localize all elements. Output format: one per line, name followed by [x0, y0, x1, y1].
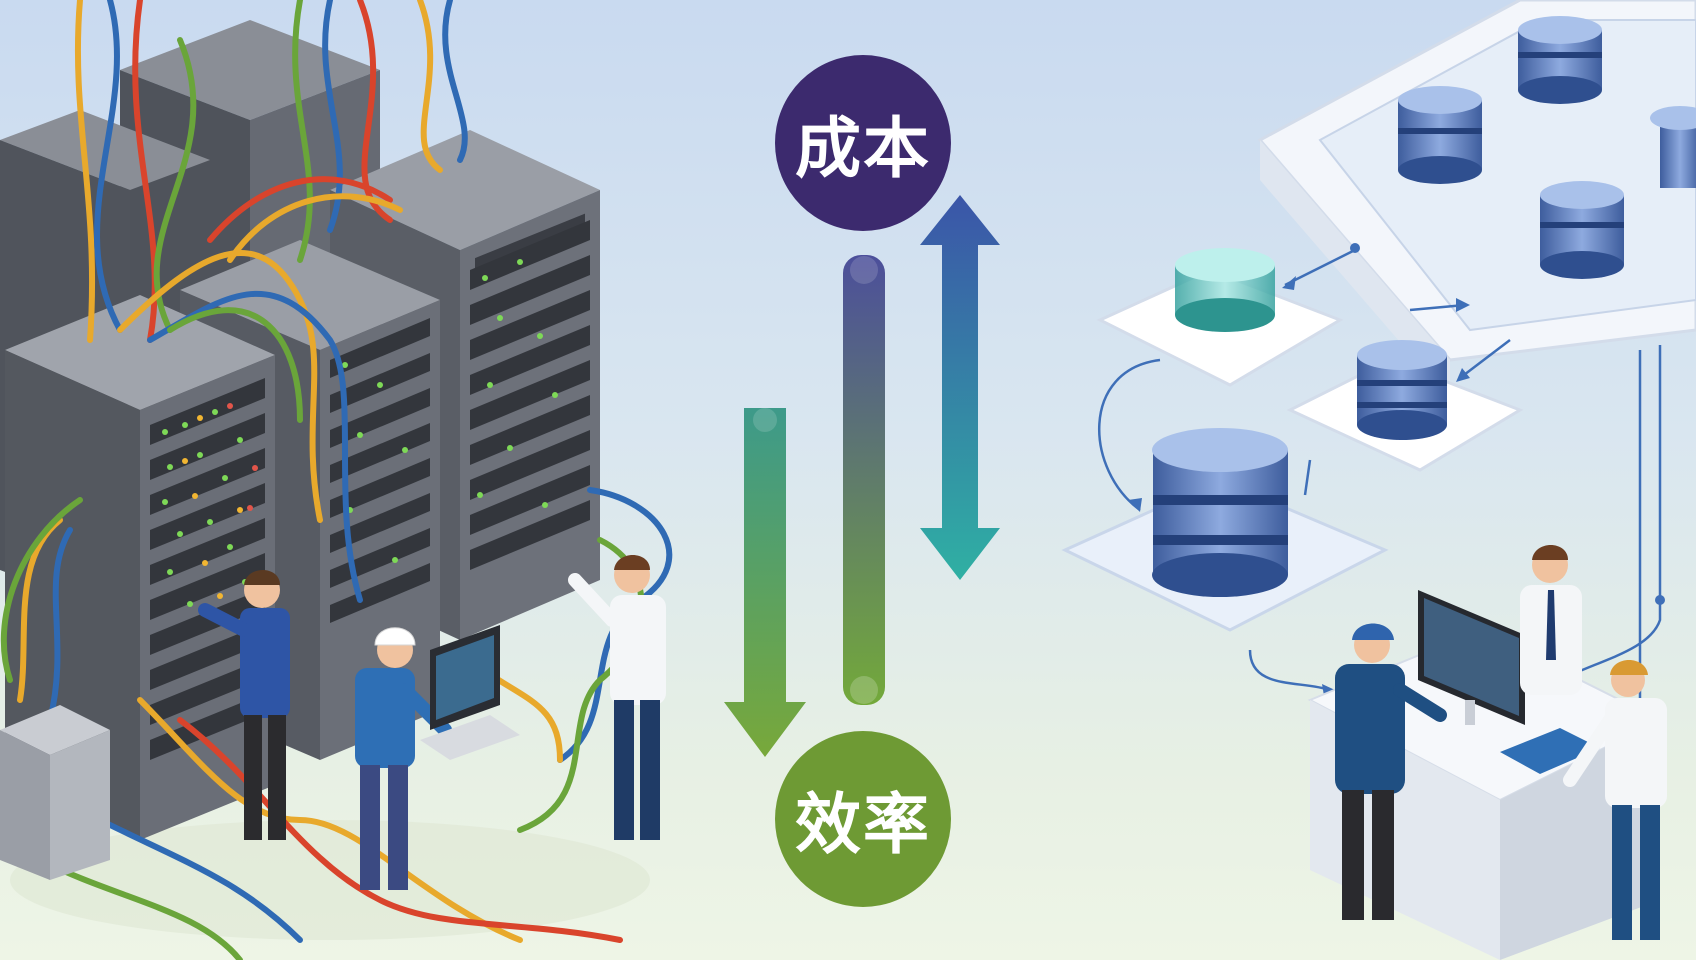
database-icon — [1540, 181, 1624, 279]
database-icon — [1650, 106, 1696, 188]
database-icon — [1152, 428, 1288, 597]
server-units — [150, 378, 265, 760]
operator — [1520, 545, 1582, 695]
server-room-scene — [0, 0, 673, 960]
cost-bar — [843, 255, 885, 705]
monitor-icon — [1418, 590, 1525, 725]
operator — [1335, 623, 1447, 920]
operator — [1563, 660, 1667, 940]
cloud-database-scene — [1061, 0, 1696, 960]
server-units — [470, 220, 590, 570]
cables — [0, 0, 673, 960]
database-icon — [1175, 248, 1275, 332]
technician — [568, 555, 666, 840]
efficiency-label-text: 效率 — [795, 786, 931, 863]
monitor-icon — [420, 625, 520, 760]
cost-label: 成本 — [775, 55, 951, 231]
connection-lines — [1098, 248, 1662, 720]
database-icon — [1518, 16, 1602, 104]
technician — [198, 570, 290, 840]
double-arrow-icon — [920, 195, 1000, 580]
cost-label-text: 成本 — [795, 110, 931, 187]
database-icon — [1398, 86, 1482, 184]
comparison-arrows — [724, 195, 1000, 757]
efficiency-label: 效率 — [775, 731, 951, 907]
tablet-icon — [1500, 728, 1600, 774]
server-box — [0, 705, 110, 880]
database-icon — [1357, 340, 1447, 440]
arrow-down-icon — [724, 408, 806, 757]
